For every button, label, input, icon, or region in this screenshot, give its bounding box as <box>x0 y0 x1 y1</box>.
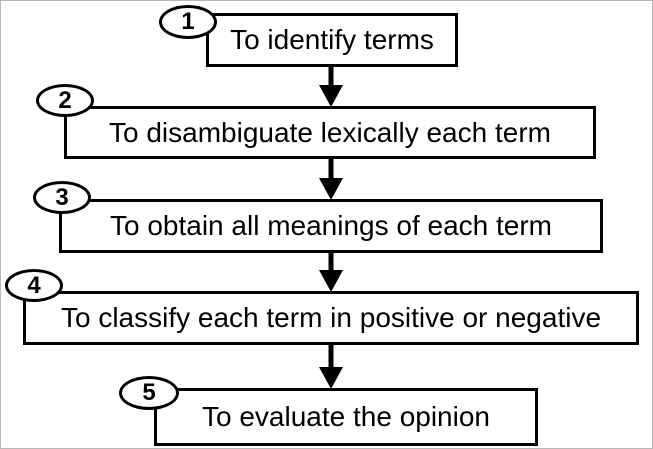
step-box-3: To obtain all meanings of each term <box>59 199 603 253</box>
step-box-5: To evaluate the opinion <box>154 388 538 446</box>
step-number-badge-4: 4 <box>5 269 63 302</box>
flow-arrow-4-5 <box>319 343 343 389</box>
step-number-badge-5: 5 <box>119 376 179 410</box>
step-box-4: To classify each term in positive or neg… <box>23 291 639 345</box>
step-number: 4 <box>27 271 41 299</box>
step-number: 5 <box>142 379 156 406</box>
step-number-badge-2: 2 <box>36 84 94 117</box>
step-number-badge-1: 1 <box>159 5 217 39</box>
step-number: 1 <box>181 8 195 35</box>
step-label: To obtain all meanings of each term <box>109 210 553 241</box>
flow-arrow-1-2 <box>319 65 343 107</box>
step-label: To classify each term in positive or neg… <box>60 302 602 333</box>
step-box-2: To disambiguate lexically each term <box>64 106 596 159</box>
flow-arrow-2-3 <box>319 157 343 200</box>
step-number-badge-3: 3 <box>33 181 91 214</box>
step-label: To evaluate the opinion <box>202 401 490 432</box>
step-number: 3 <box>55 183 69 211</box>
step-box-1: To identify terms <box>206 13 458 67</box>
step-label: To disambiguate lexically each term <box>109 116 551 148</box>
step-number: 2 <box>58 86 72 114</box>
flow-arrow-3-4 <box>319 251 343 292</box>
step-label: To identify terms <box>230 24 434 55</box>
